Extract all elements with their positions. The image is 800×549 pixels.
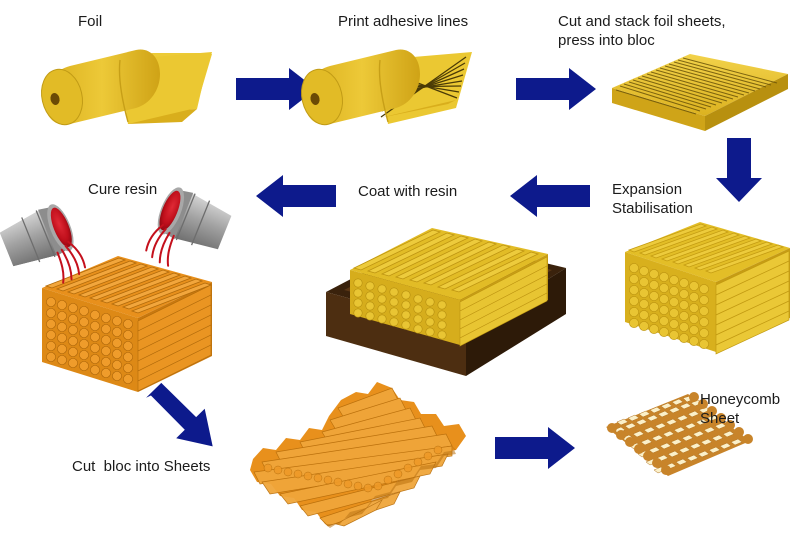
arrow-right-foil-to-print-shape <box>236 68 316 110</box>
label-sheet: Sheet <box>700 410 740 427</box>
arrow-left-coat-to-cure-shape <box>256 175 336 217</box>
arrow-diagonal-cure-to-cut-shape <box>146 382 213 447</box>
printed-foil-roll-illustration <box>301 49 472 126</box>
label-cut-and-stack-line2: press into bloc <box>558 32 655 49</box>
curing-lamp-left-icon <box>0 204 87 284</box>
foil-roll-illustration <box>41 49 212 126</box>
label-honeycomb: Honeycomb <box>700 391 781 408</box>
label-cut-and-stack-line1: Cut and stack foil sheets, <box>558 13 726 30</box>
label-print-adhesive-lines: Print adhesive lines <box>338 13 469 30</box>
label-foil: Foil <box>78 13 103 30</box>
label-cure-resin: Cure resin <box>88 181 158 198</box>
label-cut-bloc-into-sheets: Cut bloc into Sheets <box>72 458 211 475</box>
cured-bloc-illustration <box>42 256 213 392</box>
arrow-down-bloc-to-expand-shape <box>716 138 762 202</box>
expanded-bloc-illustration <box>625 222 790 355</box>
cut-honeycomb-slab-illustration <box>250 382 466 528</box>
arrow-right-print-to-bloc-shape <box>516 68 596 110</box>
resin-dip-tray-illustration <box>326 228 566 376</box>
pressed-bloc-illustration <box>612 54 788 131</box>
label-stabilisation: Stabilisation <box>612 200 693 217</box>
label-coat-with-resin: Coat with resin <box>358 183 458 200</box>
arrow-right-cut-to-sheet-shape <box>495 427 575 469</box>
label-expansion: Expansion <box>612 181 683 198</box>
arrow-left-expand-to-coat-shape <box>510 175 590 217</box>
